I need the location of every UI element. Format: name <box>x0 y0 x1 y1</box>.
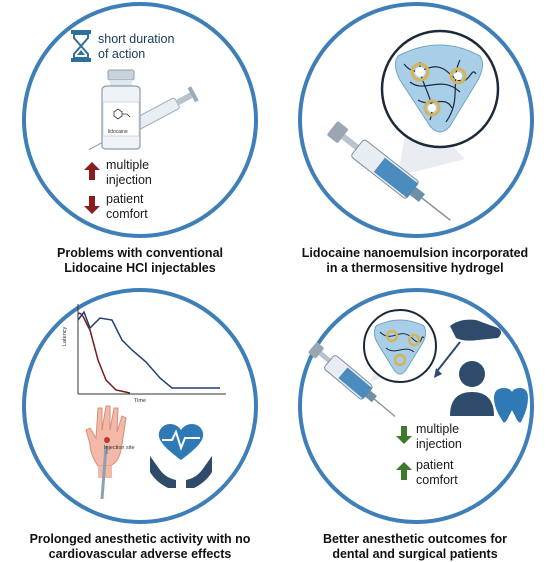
patient-comfort-line1: patient <box>106 192 144 206</box>
arrow-down-icon <box>396 426 412 444</box>
caption-outcomes-line1: Better anesthetic outcomes for <box>322 532 508 546</box>
arrow-up-icon <box>84 162 100 180</box>
panel-circle-prolonged <box>22 288 258 524</box>
multiple-injection-line1: multiple <box>106 158 150 172</box>
outcome-comfort-line2: comfort <box>416 473 458 487</box>
vial-label: lidocaine <box>108 129 128 135</box>
latency-time-graph <box>77 304 226 395</box>
y-axis-label: Latency <box>62 326 68 346</box>
duration-label-line1: short duration <box>98 32 175 46</box>
duration-label-line2: of action <box>98 47 146 61</box>
outcome-comfort-line1: patient <box>416 458 454 472</box>
patient-comfort-line2: comfort <box>106 207 148 221</box>
caption-nanoemulsion-line1: Lidocaine nanoemulsion incorporated <box>301 246 529 260</box>
caption-problems-line2: Lidocaine HCl injectables <box>64 261 216 275</box>
heart-care-icon <box>150 424 212 488</box>
outcomes-illustration <box>308 309 528 423</box>
injection-site-label: Injection site <box>104 445 135 451</box>
caption-nanoemulsion-line2: in a thermosensitive hydrogel <box>326 261 504 275</box>
caption-problems-line1: Problems with conventional <box>57 246 223 260</box>
lidocaine-vial-icon <box>88 69 199 150</box>
multiple-injection-line2: injection <box>106 173 152 187</box>
hourglass-icon <box>71 30 91 62</box>
hand-injection-icon <box>85 405 127 500</box>
outcome-multiple-line1: multiple <box>416 422 460 436</box>
outcome-multiple-line2: injection <box>416 437 462 451</box>
arrow-up-icon <box>396 462 412 480</box>
hydrogel-zoom-illustration <box>327 29 500 221</box>
caption-outcomes-line2: dental and surgical patients <box>332 547 498 561</box>
caption-prolonged-line1: Prolonged anesthetic activity with no <box>29 532 251 546</box>
caption-prolonged-line2: cardiovascular adverse effects <box>48 547 232 561</box>
arrow-down-icon <box>84 196 100 214</box>
x-axis-label: Time <box>134 398 147 404</box>
